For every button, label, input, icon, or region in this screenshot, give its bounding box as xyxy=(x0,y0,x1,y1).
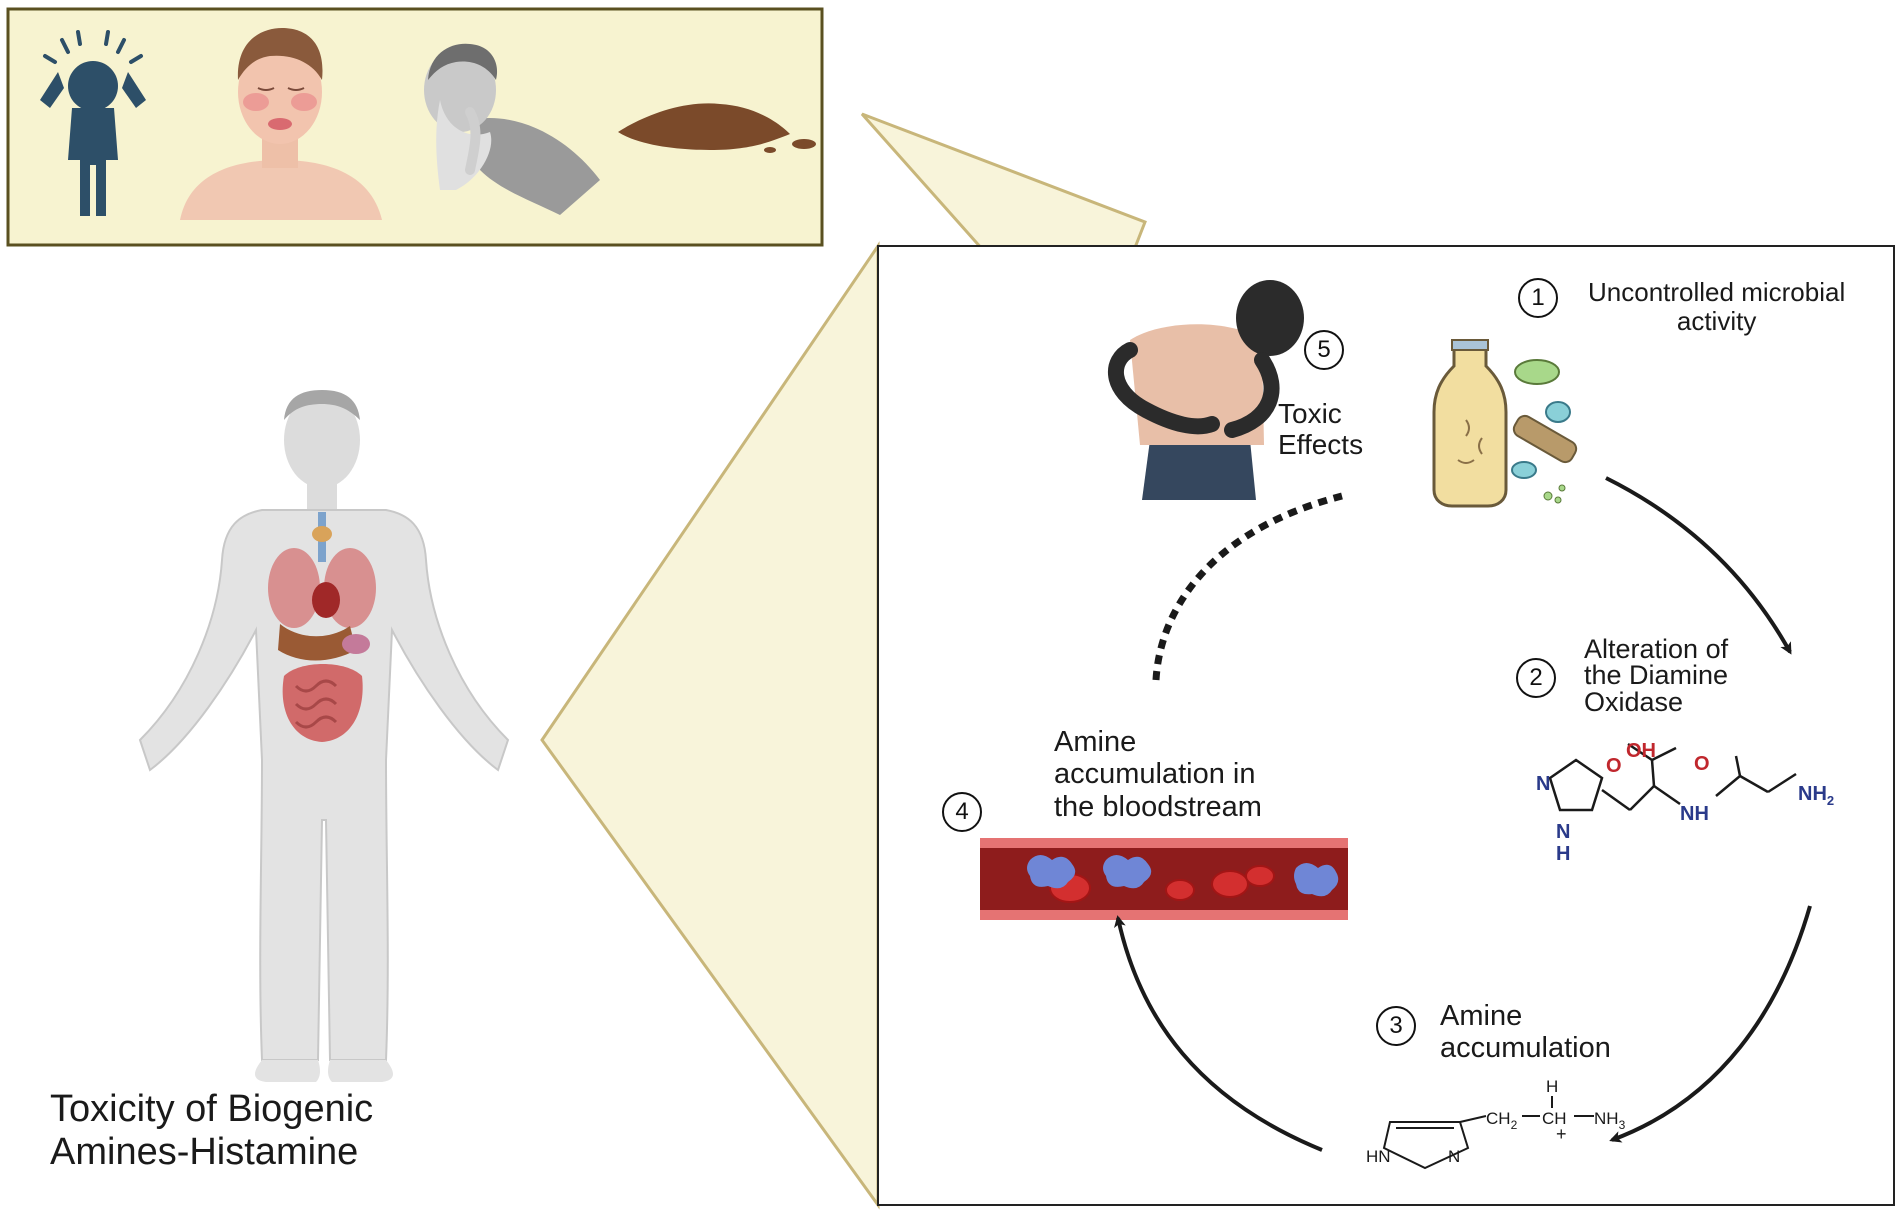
step-3-label: Amine accumulation xyxy=(1440,1000,1611,1065)
dao-nh-label: NH xyxy=(1680,803,1709,825)
his-plus-label: + xyxy=(1556,1124,1567,1144)
his-nh3-label: NH3 xyxy=(1594,1109,1626,1132)
step-3-number: 3 xyxy=(1376,1006,1416,1046)
step-5-label: Toxic Effects xyxy=(1278,398,1363,461)
zoom-wedge-body xyxy=(540,241,880,1210)
facial-flushing-icon xyxy=(180,28,382,220)
arrow-2-to-3 xyxy=(1609,905,1812,1143)
blood-vessel-icon xyxy=(980,838,1348,920)
step-1-label-line1: Uncontrolled microbial xyxy=(1588,277,1846,307)
dao-ring-h-label: H xyxy=(1556,843,1570,865)
dao-o2-label: O xyxy=(1694,753,1710,775)
step-4-number: 4 xyxy=(942,792,982,832)
dao-ring-nh-label: N xyxy=(1556,821,1570,843)
dao-molecule-structure xyxy=(1548,742,1797,812)
step-4-label-line1: Amine xyxy=(1054,726,1137,758)
figure-title-line2: Amines-Histamine xyxy=(50,1130,359,1173)
dao-oh-label: OH xyxy=(1626,740,1656,762)
step-5-label-line2: Effects xyxy=(1278,429,1364,461)
step-2-label: Alteration of the Diamine Oxidase xyxy=(1584,634,1729,717)
step-4-label: Amine accumulation in the bloodstream xyxy=(1054,726,1262,823)
arrow-3-to-4 xyxy=(1114,915,1323,1152)
his-n-label: N xyxy=(1448,1147,1460,1166)
histamine-molecule-structure xyxy=(1382,1096,1594,1170)
step-1-label-line2: activity xyxy=(1676,306,1757,337)
step-1-number: 1 xyxy=(1518,278,1558,318)
step-4-label-line2: accumulation in xyxy=(1054,758,1256,791)
step-1-label: Uncontrolled microbial activity xyxy=(1588,277,1846,337)
dao-nh2-label: NH2 xyxy=(1798,783,1834,808)
dao-o1-label: O xyxy=(1606,755,1622,777)
his-hn-label: HN xyxy=(1366,1147,1391,1166)
arrow-1-to-2 xyxy=(1605,476,1792,655)
step-2-number: 2 xyxy=(1516,658,1556,698)
his-ch2-label: CH2 xyxy=(1486,1109,1518,1132)
stomach-ache-person-icon xyxy=(1108,280,1304,500)
arrow-4-to-5-dotted xyxy=(1152,492,1343,681)
human-body-organs-icon xyxy=(138,390,510,1082)
step-3-label-line1: Amine xyxy=(1440,1000,1523,1032)
diarrhea-puddle-icon xyxy=(618,103,816,153)
step-2-label-line2: the Diamine xyxy=(1584,660,1729,691)
step-2-label-line1: Alteration of xyxy=(1584,634,1729,664)
step-4-label-line3: the bloodstream xyxy=(1054,790,1262,823)
step-5-number: 5 xyxy=(1304,330,1344,370)
step-5-label-line1: Toxic xyxy=(1278,398,1342,429)
figure-title: Toxicity of Biogenic Amines-Histamine xyxy=(50,1088,373,1173)
bottle-bacteria-icon xyxy=(1432,339,1578,508)
nausea-person-icon xyxy=(424,43,600,215)
dao-ring-n-label: N xyxy=(1536,773,1550,795)
his-ch-label: CH xyxy=(1542,1109,1567,1128)
step-2-label-line3: Oxidase xyxy=(1584,686,1684,717)
headache-person-icon xyxy=(40,30,146,216)
cycle-panel xyxy=(877,245,1895,1206)
step-3-label-line2: accumulation xyxy=(1440,1032,1611,1065)
his-h-label: H xyxy=(1546,1077,1558,1096)
figure-title-line1: Toxicity of Biogenic xyxy=(50,1088,374,1130)
